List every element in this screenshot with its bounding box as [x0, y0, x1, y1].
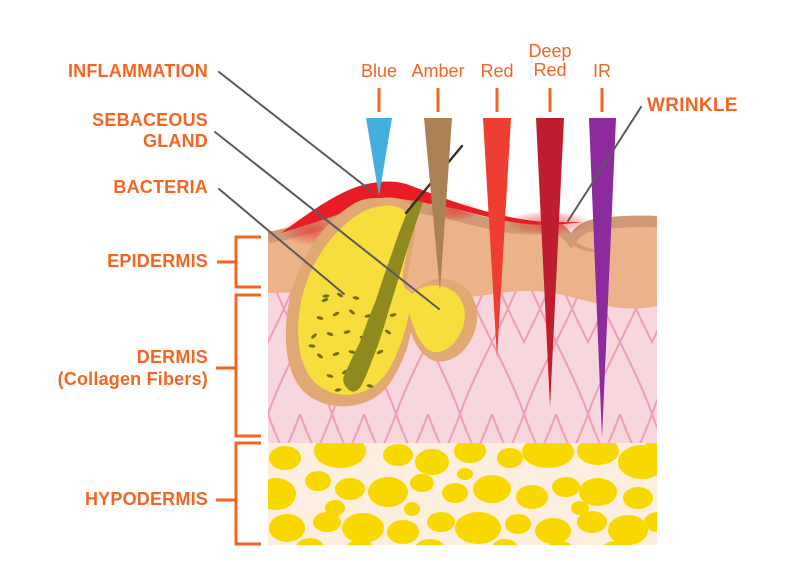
label-light-blue: Blue — [360, 61, 398, 81]
label-hypodermis: HYPODERMIS — [84, 489, 208, 509]
leader-lines — [214, 71, 642, 310]
wrinkle-leader-line — [567, 106, 642, 222]
hypodermis-layer — [268, 443, 657, 545]
amber-light-beam — [424, 118, 452, 291]
label-wrinkle: WRINKLE — [647, 95, 738, 116]
label-dermis: DERMIS (Collagen Fibers) — [0, 346, 208, 390]
dermis-bracket — [216, 293, 261, 438]
layer-brackets — [216, 235, 261, 546]
fat-cells — [268, 443, 657, 545]
label-sebaceous-gland-line2: GLAND — [143, 131, 208, 151]
label-light-amber: Amber — [411, 61, 465, 81]
label-sebaceous-gland: SEBACEOUS GLAND — [0, 110, 208, 152]
red-light-beam — [483, 118, 511, 358]
label-dermis-line2: (Collagen Fibers) — [57, 369, 208, 389]
deep-red-light-beam — [536, 118, 564, 407]
label-light-ir: IR — [593, 61, 611, 81]
label-light-red: Red — [480, 61, 514, 81]
label-light-deep-red: Deep Red — [528, 41, 572, 80]
label-epidermis: EPIDERMIS — [107, 251, 208, 271]
bacteria-leader-line — [218, 188, 345, 295]
epidermis-bracket — [217, 235, 261, 289]
light-beams — [366, 118, 616, 438]
label-bacteria: BACTERIA — [113, 177, 208, 197]
ir-light-beam — [589, 118, 616, 438]
light-label-ticks — [377, 88, 604, 112]
label-sebaceous-gland-line1: SEBACEOUS — [92, 110, 208, 130]
hair-root — [343, 200, 423, 392]
inflammation-leader-line — [218, 71, 371, 191]
hypodermis-bracket — [216, 441, 261, 546]
wrinkle-shadow — [558, 224, 616, 252]
blue-light-beam — [366, 118, 392, 196]
sebaceous-gland-leader-line — [214, 131, 440, 310]
label-inflammation: INFLAMMATION — [67, 61, 208, 81]
label-dermis-line1: DERMIS — [136, 347, 208, 367]
